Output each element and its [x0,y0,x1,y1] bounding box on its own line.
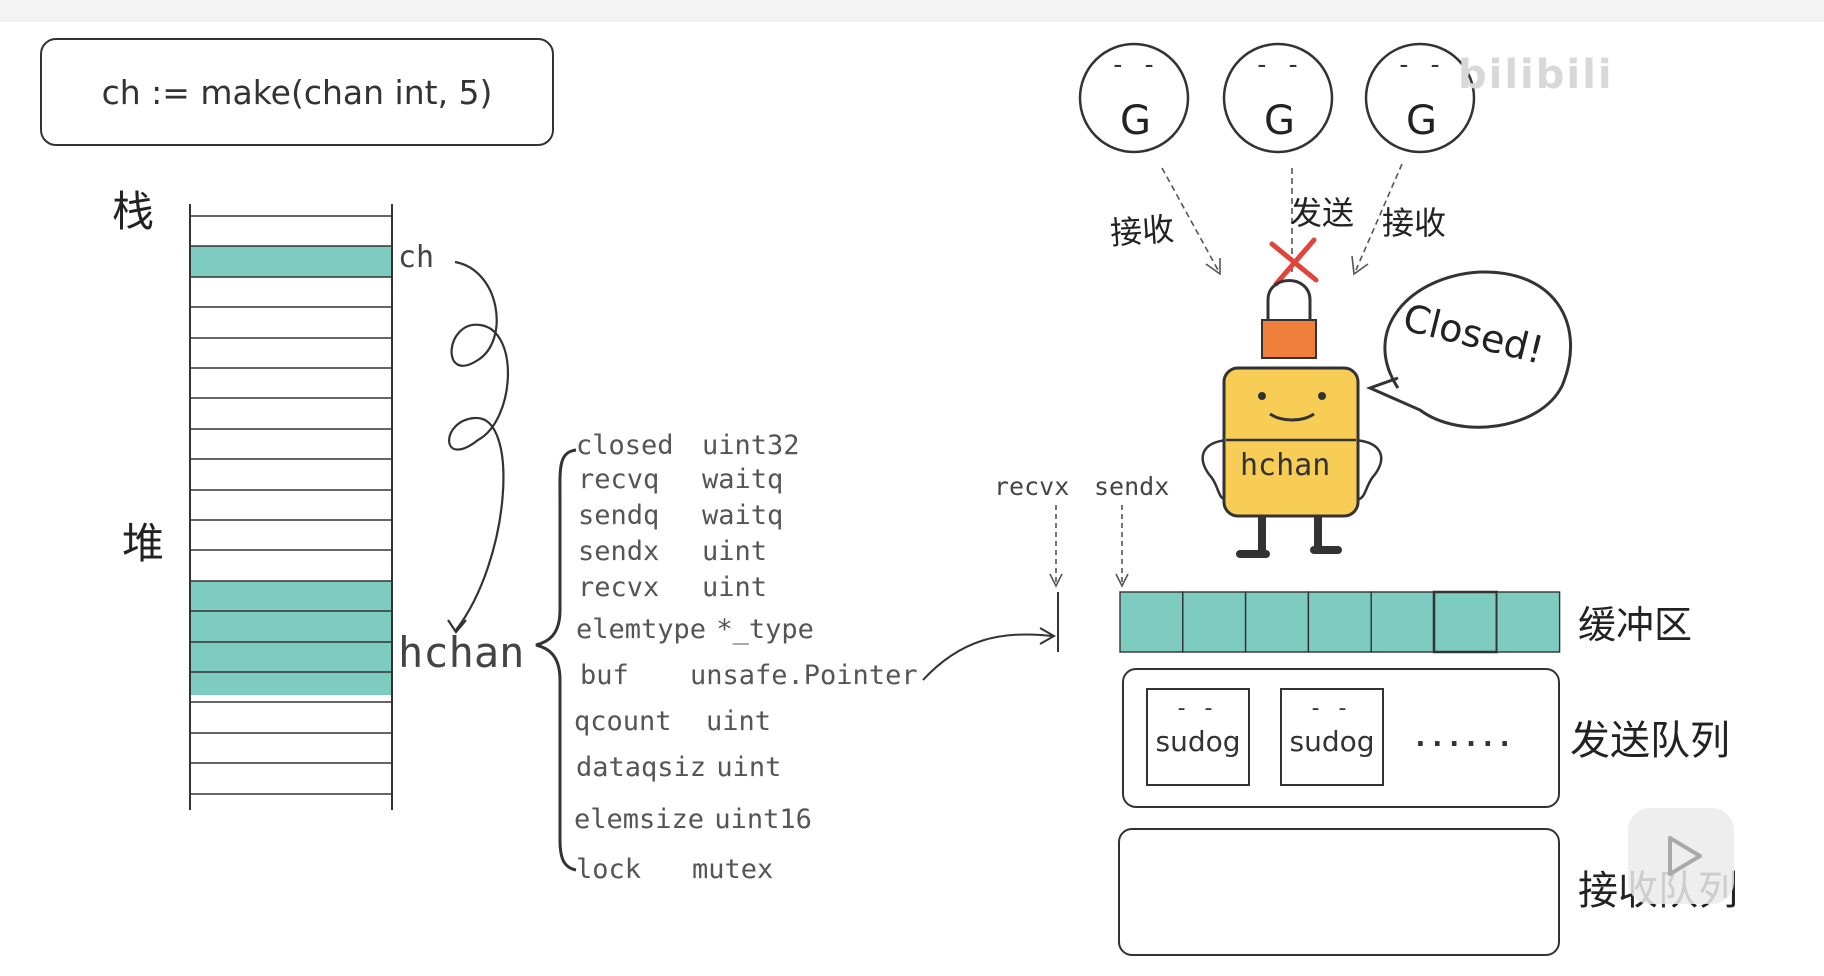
hchan-field-type: uint [702,572,768,603]
hchan-field-name: elemtype [576,614,707,645]
goroutine-letter: G [1406,98,1437,144]
mascot-mouth [1269,412,1315,422]
goroutine-eyes: - - [1110,50,1157,80]
buffer-cell [1307,591,1372,653]
goroutine-letter: G [1120,98,1151,144]
goroutine-letter: G [1264,98,1295,144]
padlock-body [1261,319,1317,359]
goroutine-eyes: - - [1254,50,1301,80]
goroutine-circle [1364,42,1476,154]
blocked-cross [1269,237,1319,287]
sudog-eyes: - - [1311,696,1353,721]
code-text: ch := make(chan int, 5) [101,72,493,112]
hchan-field-type: mutex [692,854,774,885]
ch-slot [190,246,392,277]
hchan-block [190,581,392,695]
hchan-field-name: qcount [574,706,672,737]
hchan-field-type: uint [702,536,768,567]
recv-queue-box [1118,828,1560,956]
hchan-field-type: uint [706,706,772,737]
pointer-curve-arrowhead [447,619,467,634]
buffer-cell [1182,591,1247,653]
heap-label: 堆 [122,519,165,568]
buf-arrow-head [1039,627,1057,645]
hchan-heap-label: hchan [398,628,525,677]
hchan-field-name: elemsize [574,804,705,835]
hchan-field-name: dataqsiz [576,752,707,783]
hchan-field-name: sendx [578,536,660,567]
hchan-field-type: waitq [702,464,784,495]
hchan-field-name: recvx [578,572,660,603]
mascot-eye-right [1318,392,1326,400]
sudog-box: - - sudog [1280,688,1384,786]
play-icon [1668,836,1702,876]
struct-brace [535,448,577,872]
padlock-shackle [1266,279,1312,322]
recvx-label: recvx [994,472,1070,501]
buffer-cell [1496,591,1561,653]
pointer-curve [448,260,509,631]
hchan-field-type: uint [716,752,782,783]
mascot-left-arm [1201,438,1229,502]
buf-arrow [922,633,1053,681]
top-bar [0,0,1824,22]
hchan-field-name: lock [576,854,642,885]
sudog-eyes: - - [1177,696,1219,721]
buffer-cell [1244,591,1310,653]
recv-label-left: 接收 [1108,209,1176,253]
send-queue-label: 发送队列 [1570,718,1730,764]
sudog-label: sudog [1155,725,1241,758]
mascot-body [1222,366,1360,518]
hchan-field-type: uint32 [702,430,800,461]
buffer-cell [1370,591,1435,653]
watermark: bilibili [1458,52,1614,98]
mascot-right-arm [1353,438,1383,502]
mascot-eye-left [1258,392,1266,400]
buffer-label: 缓冲区 [1578,603,1693,647]
recv-label-right: 接收 [1382,204,1447,242]
sudog-ellipsis: ...... [1412,720,1514,753]
sudog-box: - - sudog [1146,688,1250,786]
hchan-field-name: closed [576,430,674,461]
hchan-field-type: *_type [716,614,814,645]
goroutine-eyes: - - [1396,50,1443,80]
goroutine-circle [1222,42,1334,154]
hchan-field-name: sendq [578,500,660,531]
play-button[interactable] [1628,808,1734,904]
buffer-cell [1432,590,1499,654]
stack-label: 栈 [112,187,155,236]
hchan-field-name: recvq [578,464,660,495]
hchan-field-type: uint16 [714,804,812,835]
send-queue-box [1122,668,1560,808]
ch-label: ch [398,240,435,275]
speech-bubble [1365,270,1572,429]
buffer-cell [1119,591,1184,653]
goroutine-circle [1078,42,1190,154]
code-box: ch := make(chan int, 5) [40,38,554,146]
hchan-field-name: buf [580,660,629,691]
hchan-field-type: unsafe.Pointer [690,660,918,691]
sendx-label: sendx [1094,472,1170,501]
sudog-label: sudog [1289,725,1375,758]
mascot-label: hchan [1240,448,1331,483]
hchan-field-type: waitq [702,500,784,531]
send-label-mid: 发送 [1290,194,1355,232]
buffer-cells [1119,590,1561,654]
